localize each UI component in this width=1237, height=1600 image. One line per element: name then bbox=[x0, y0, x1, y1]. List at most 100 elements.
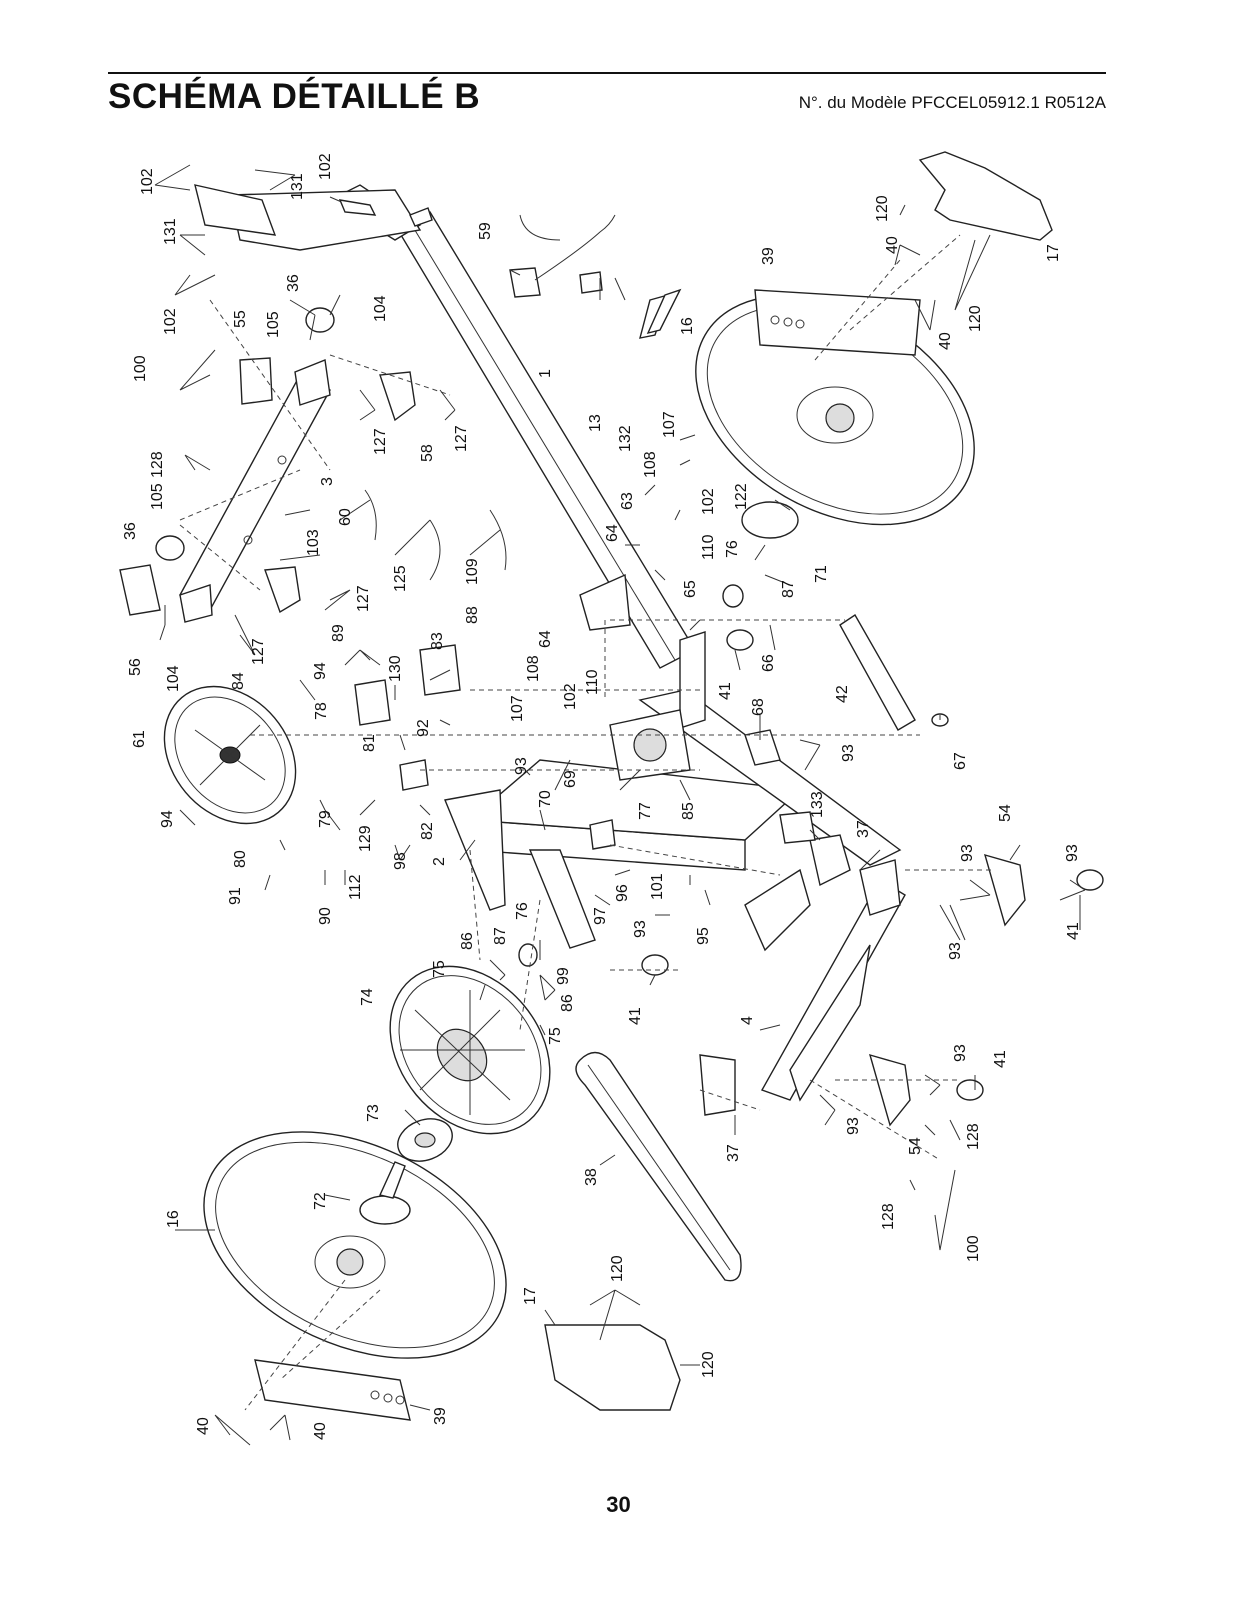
label-17: 17 bbox=[1045, 244, 1062, 262]
label-91: 91 bbox=[227, 887, 244, 905]
label-86: 86 bbox=[459, 932, 476, 950]
label-102: 102 bbox=[317, 153, 334, 180]
hub-72 bbox=[359, 1161, 411, 1225]
label-102: 102 bbox=[162, 308, 179, 335]
cover-17-upper bbox=[918, 151, 1053, 241]
label-54: 54 bbox=[907, 1137, 924, 1155]
endcaps bbox=[119, 357, 1026, 1127]
label-128: 128 bbox=[965, 1123, 982, 1150]
label-84: 84 bbox=[230, 672, 247, 690]
label-112: 112 bbox=[347, 874, 364, 900]
label-127: 127 bbox=[372, 428, 389, 455]
label-107: 107 bbox=[509, 695, 526, 722]
label-103: 103 bbox=[305, 529, 322, 556]
label-37: 37 bbox=[855, 820, 872, 838]
label-67: 67 bbox=[952, 752, 969, 770]
label-102: 102 bbox=[700, 488, 717, 515]
stabilizer-tube-3 bbox=[179, 359, 331, 623]
label-128: 128 bbox=[880, 1203, 897, 1230]
label-125: 125 bbox=[392, 565, 409, 592]
label-68: 68 bbox=[750, 698, 767, 716]
label-42: 42 bbox=[834, 685, 851, 703]
label-41: 41 bbox=[627, 1007, 644, 1025]
label-102: 102 bbox=[139, 168, 156, 195]
label-120: 120 bbox=[700, 1351, 717, 1378]
label-93: 93 bbox=[845, 1117, 862, 1135]
label-36: 36 bbox=[285, 274, 302, 292]
label-38: 38 bbox=[583, 1168, 600, 1186]
label-127: 127 bbox=[355, 585, 372, 612]
label-110: 110 bbox=[700, 534, 717, 560]
label-130: 130 bbox=[387, 655, 404, 682]
label-86: 86 bbox=[559, 994, 576, 1012]
label-129: 129 bbox=[357, 825, 374, 852]
label-87: 87 bbox=[780, 580, 797, 598]
label-93: 93 bbox=[947, 942, 964, 960]
label-93: 93 bbox=[952, 1044, 969, 1062]
label-93: 93 bbox=[840, 744, 857, 762]
label-16: 16 bbox=[165, 1210, 182, 1228]
label-83: 83 bbox=[429, 632, 446, 650]
label-80: 80 bbox=[232, 850, 249, 868]
label-66: 66 bbox=[760, 654, 777, 672]
label-105: 105 bbox=[265, 311, 282, 338]
label-93: 93 bbox=[959, 844, 976, 862]
part-labels: 102 131 102 131 102 100 55 105 36 104 12… bbox=[122, 153, 1082, 1440]
label-90: 90 bbox=[317, 907, 334, 925]
flywheel-74 bbox=[389, 965, 551, 1135]
label-131: 131 bbox=[289, 173, 306, 200]
label-55: 55 bbox=[232, 310, 249, 328]
label-41: 41 bbox=[1065, 922, 1082, 940]
label-97: 97 bbox=[592, 907, 609, 925]
label-81: 81 bbox=[361, 734, 378, 752]
label-131: 131 bbox=[162, 218, 179, 245]
hardware bbox=[155, 214, 816, 967]
label-74: 74 bbox=[359, 988, 376, 1006]
label-128: 128 bbox=[149, 451, 166, 478]
label-3: 3 bbox=[319, 477, 336, 486]
label-40: 40 bbox=[884, 236, 901, 254]
label-88: 88 bbox=[464, 606, 481, 624]
label-78: 78 bbox=[313, 702, 330, 720]
label-2: 2 bbox=[431, 857, 448, 866]
bracket-39-upper bbox=[754, 289, 921, 356]
label-64: 64 bbox=[604, 524, 621, 542]
label-108: 108 bbox=[525, 655, 542, 682]
page-number: 30 bbox=[606, 1492, 631, 1517]
front-stabilizer-4 bbox=[744, 859, 906, 1102]
label-4: 4 bbox=[739, 1016, 756, 1025]
leveler-41 bbox=[641, 629, 1104, 1101]
header-rule bbox=[108, 72, 1106, 74]
label-120: 120 bbox=[609, 1255, 626, 1282]
label-95: 95 bbox=[695, 927, 712, 945]
centre-frame bbox=[444, 631, 902, 949]
label-76: 76 bbox=[724, 540, 741, 558]
label-71: 71 bbox=[813, 565, 830, 583]
label-100: 100 bbox=[132, 355, 149, 382]
label-133: 133 bbox=[809, 791, 826, 818]
label-93: 93 bbox=[513, 757, 530, 775]
label-39: 39 bbox=[432, 1407, 449, 1425]
label-100: 100 bbox=[965, 1235, 982, 1262]
label-127: 127 bbox=[453, 425, 470, 452]
label-132: 132 bbox=[617, 425, 634, 452]
label-94: 94 bbox=[312, 662, 329, 680]
label-56: 56 bbox=[127, 658, 144, 676]
label-79: 79 bbox=[317, 810, 334, 828]
label-93: 93 bbox=[1064, 844, 1081, 862]
belt-38 bbox=[575, 1051, 742, 1282]
label-92: 92 bbox=[415, 719, 432, 737]
label-127: 127 bbox=[250, 638, 267, 665]
label-59: 59 bbox=[477, 222, 494, 240]
label-1: 1 bbox=[537, 369, 554, 378]
label-63: 63 bbox=[619, 492, 636, 510]
page-title: SCHÉMA DÉTAILLÉ B bbox=[108, 77, 481, 116]
wheel-61 bbox=[163, 685, 297, 825]
label-122: 122 bbox=[733, 483, 750, 510]
label-89: 89 bbox=[330, 624, 347, 642]
label-75: 75 bbox=[431, 960, 448, 978]
label-87: 87 bbox=[492, 927, 509, 945]
label-120: 120 bbox=[967, 305, 984, 332]
label-108: 108 bbox=[642, 451, 659, 478]
